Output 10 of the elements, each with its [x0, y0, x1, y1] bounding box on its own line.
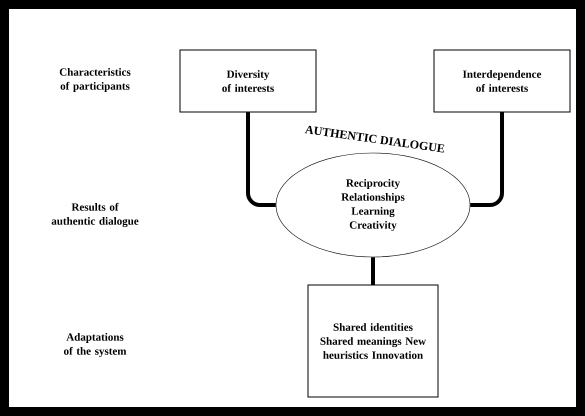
connector: [371, 257, 375, 284]
text-box: Interdependence of interests: [434, 50, 570, 112]
text-box: Shared identities Shared meanings New heuristics Innovation: [308, 284, 438, 398]
connector: [246, 112, 276, 207]
ellipse-heading: AUTHENTIC DIALOGUE: [304, 126, 444, 153]
row-label: Adaptations of the system: [64, 333, 126, 357]
connector: [470, 112, 504, 207]
text-box: Diversity of interests: [180, 50, 316, 112]
row-label: Characteristics of participants: [60, 68, 130, 92]
row-label: Results of authentic dialogue: [52, 202, 138, 228]
